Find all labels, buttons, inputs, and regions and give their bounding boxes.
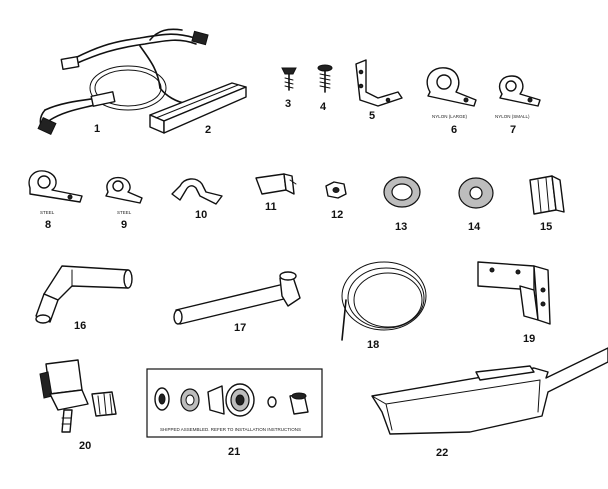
part-22-ice-bucket: [371, 347, 608, 435]
part-17-fill-tube: [173, 271, 301, 325]
part-18-coiled-tubing: [341, 261, 427, 341]
part-3-screw: [281, 67, 297, 91]
part-8-number: 8: [45, 219, 51, 231]
part-12-number: 12: [331, 209, 343, 221]
part-6-nylon-clamp-large: [426, 67, 477, 107]
part-3-number: 3: [285, 98, 291, 110]
part-5-bracket: [355, 59, 403, 107]
part-20-water-valve: [39, 359, 117, 433]
part-13-grommet: [383, 176, 421, 208]
part-7-number: 7: [510, 124, 516, 136]
part-15-clip: [529, 175, 565, 215]
part-16-number: 16: [74, 320, 86, 332]
part-9-steel-clamp: [105, 176, 143, 204]
part-21-caption: SHIPPED ASSEMBLED. REFER TO INSTALLATION…: [160, 427, 301, 432]
part-2-channel-strip: [149, 82, 247, 134]
part-1-number: 1: [94, 123, 100, 135]
part-22-number: 22: [436, 447, 448, 459]
part-10-strap-clamp: [171, 178, 223, 205]
part-20-number: 20: [79, 440, 91, 452]
part-7-caption: NYLON (SMALL): [495, 114, 530, 119]
part-10-number: 10: [195, 209, 207, 221]
part-8-steel-clamp: [28, 170, 83, 203]
part-1-wiring-harness: [37, 28, 209, 136]
part-8-caption: STEEL: [40, 210, 55, 215]
part-18-number: 18: [367, 339, 379, 351]
part-17-number: 17: [234, 322, 246, 334]
part-2-number: 2: [205, 124, 211, 136]
part-14-grommet: [458, 177, 494, 209]
part-4-screw: [317, 64, 333, 93]
part-11-number: 11: [265, 201, 277, 213]
part-9-number: 9: [121, 219, 127, 231]
part-16-elbow-tube: [35, 265, 133, 324]
part-21-assembly-panel: [146, 368, 323, 438]
part-4-number: 4: [320, 101, 327, 113]
part-19-mounting-bracket: [477, 261, 551, 325]
part-11-clip: [255, 173, 297, 195]
part-15-number: 15: [540, 221, 552, 233]
part-19-number: 19: [523, 333, 535, 345]
part-6-number: 6: [451, 124, 457, 136]
part-5-number: 5: [369, 110, 375, 122]
part-6-caption: NYLON (LARGE): [432, 114, 468, 119]
part-13-number: 13: [395, 221, 407, 233]
part-21-number: 21: [228, 446, 240, 458]
part-14-number: 14: [468, 221, 481, 233]
part-7-nylon-clamp-small: [498, 75, 541, 107]
part-12-hex-nut: [325, 181, 347, 199]
part-9-caption: STEEL: [117, 210, 132, 215]
